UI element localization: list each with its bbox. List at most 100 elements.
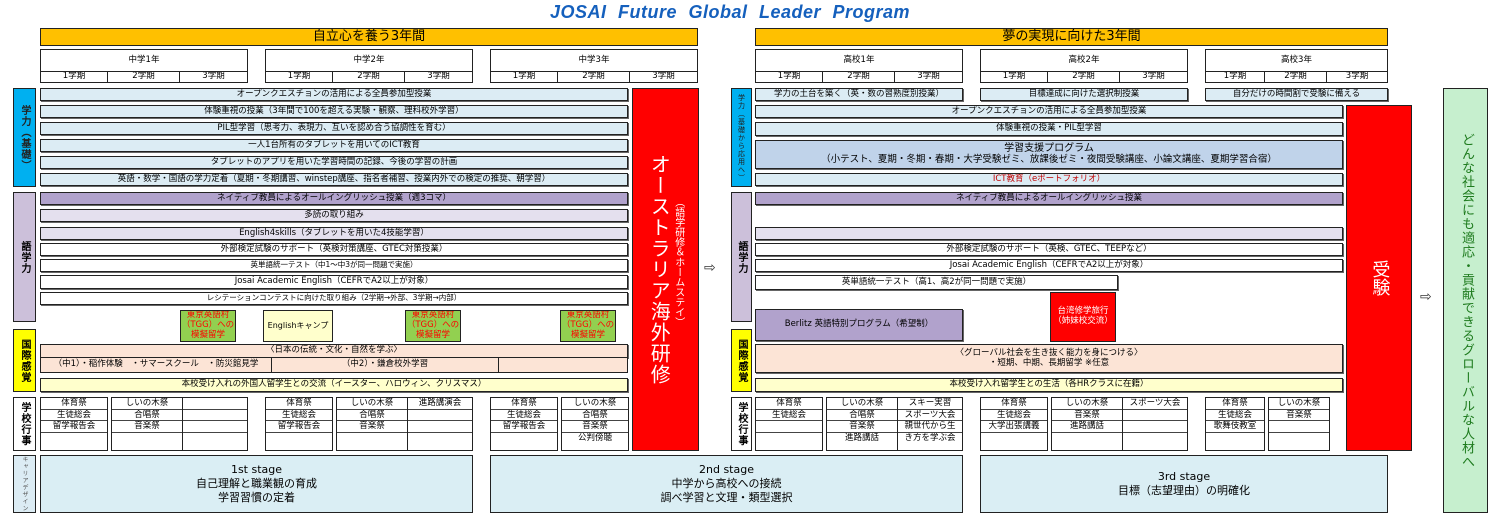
junior-academic-row: 英語・数学・国語の学力定着（夏期・冬期講習、winstep講座、指名者補習、授業… (40, 173, 628, 186)
senior-academic-row: オープンクエスチョンの活用による全員参加型授業 (755, 105, 1343, 118)
goal-label: どんな社会にも適応・貢献できるグローバルな人材へ (1458, 132, 1474, 469)
event-cell (183, 398, 247, 410)
exam-box: 受験 (1346, 105, 1412, 451)
event-cell: スキー実習 (898, 398, 962, 410)
junior-exchange-row: 本校受け入れの外国人留学生との交流（イースター、ハロウィン、クリスマス） (40, 378, 628, 392)
junior-international-j2: （中2）・鎌倉校外学習 (271, 357, 499, 373)
junior-academic-row: 体験重視の授業（3年間で100を超える実験・観察、理科校外学習） (40, 105, 628, 118)
event-cell: 留学報告会 (41, 421, 107, 433)
event-column: 体育祭生徒総会留学報告会 (265, 397, 333, 451)
senior-language-row: ネイティブ教員によるオールイングリッシュ授業 (755, 192, 1343, 205)
event-cell (337, 433, 407, 445)
junior-language-row: Josai Academic English（CEFRでA2以上が対象） (40, 275, 628, 289)
event-cell: 大学出張講義 (981, 421, 1047, 433)
event-cell: 音楽祭 (562, 421, 628, 433)
event-cell: しいの木祭 (337, 398, 407, 410)
event-cell: 合唱祭 (562, 410, 628, 421)
event-cell: 生徒総会 (41, 410, 107, 421)
category-language-junior: 語学力 (13, 192, 36, 322)
australia-sub-label: （語学研修＆ホームステイ） (672, 197, 684, 327)
year-header-j3: 中学3年 (490, 49, 698, 72)
term-s1-3: 3学期 (894, 71, 963, 83)
event-cell (1052, 433, 1122, 445)
event-cell (1206, 433, 1264, 445)
english-camp-box: Englishキャンプ (263, 310, 333, 342)
event-cell: 生徒総会 (1206, 410, 1264, 421)
term-s1-1: 1学期 (755, 71, 823, 83)
senior-support-program: 学習支援プログラム （小テスト、夏期・冬期・春期・大学受験ゼミ、放課後ゼミ・夜間… (755, 140, 1343, 169)
term-j1-3: 3学期 (179, 71, 248, 83)
year-header-s2: 高校2年 (980, 49, 1188, 72)
arrow-icon-2: ⇨ (1420, 289, 1432, 305)
event-cell: 体育祭 (41, 398, 107, 410)
term-j3-3: 3学期 (629, 71, 698, 83)
exam-label: 受験 (1369, 260, 1391, 296)
junior-academic-row: オープンクエスチョンの活用による全員参加型授業 (40, 88, 628, 101)
event-cell (408, 433, 472, 445)
event-column: スキー実習スポーツ大会親世代から生き方を学ぶ会 (897, 397, 963, 451)
senior-language-blank-row (755, 227, 1343, 240)
goal-box: どんな社会にも適応・貢献できるグローバルな人材へ (1443, 88, 1488, 513)
event-cell: 合唱祭 (827, 410, 897, 421)
category-events-junior: 学校行事 (13, 397, 36, 451)
event-cell: 合唱祭 (337, 410, 407, 421)
stage-1-line: 学習習慣の定着 (218, 491, 295, 505)
event-column: しいの木祭合唱祭音楽祭 (336, 397, 408, 451)
term-s2-2: 2学期 (1047, 71, 1120, 83)
senior-exchange-row: 本校受け入れ留学生との生活（各HRクラスに在籍） (755, 378, 1343, 392)
event-cell: しいの木祭 (827, 398, 897, 410)
year-header-s3: 高校3年 (1205, 49, 1388, 72)
junior-international-heading: 〈日本の伝統・文化・自然を学ぶ〉 (40, 344, 628, 358)
event-cell: 音楽祭 (112, 421, 182, 433)
stage-3-line: 目標（志望理由）の明確化 (1118, 484, 1250, 497)
event-cell (266, 433, 332, 445)
stage-1-box: 1st stage 自己理解と職業観の育成 学習習慣の定着 (40, 455, 473, 513)
category-language-senior: 語学力 (731, 192, 752, 322)
senior-academic-row: 体験重視の授業・PIL型学習 (755, 122, 1343, 136)
event-cell (491, 433, 557, 445)
event-cell (183, 421, 247, 433)
arrow-icon-1: ⇨ (704, 260, 716, 276)
junior-international-blank (498, 357, 628, 373)
junior-international-j1: （中1）・稲作体験 ・サマースクール ・防災館見学 (40, 357, 272, 373)
support-program-title: 学習支援プログラム (1004, 143, 1094, 155)
category-international-junior: 国際感覚 (13, 329, 36, 392)
tgg-box-j2: 東京英語村（TGG）への模擬留学 (405, 310, 461, 342)
year-header-j1: 中学1年 (40, 49, 248, 72)
australia-main-label: オーストラリア海外研修 (647, 154, 672, 385)
junior-academic-row: 一人1台所有のタブレットを用いてのICT教育 (40, 139, 628, 152)
event-column: 体育祭生徒総会留学報告会 (40, 397, 108, 451)
event-cell (756, 421, 822, 433)
junior-language-row: 多読の取り組み (40, 209, 628, 222)
senior-international-line1: 〈グローバル社会を生き抜く能力を身につける〉 (955, 347, 1143, 358)
event-cell (408, 421, 472, 433)
australia-program-box: オーストラリア海外研修 （語学研修＆ホームステイ） (632, 88, 699, 451)
berlitz-box: Berlitz 英語特別プログラム（希望制） (755, 309, 963, 341)
category-events-senior: 学校行事 (731, 397, 752, 451)
event-cell: 体育祭 (266, 398, 332, 410)
term-j2-2: 2学期 (332, 71, 405, 83)
event-cell: しいの木祭 (1269, 398, 1329, 410)
term-s3-1: 1学期 (1205, 71, 1265, 83)
event-cell: 音楽祭 (827, 421, 897, 433)
stage-2-line: 調べ学習と文理・類型選択 (660, 491, 793, 505)
term-j2-1: 1学期 (265, 71, 333, 83)
senior-language-row: 外部検定試験のサポート（英検、GTEC、TEEPなど） (755, 243, 1343, 256)
stage-2-name: 2nd stage (699, 462, 754, 476)
senior-header: 夢の実現に向けた3年間 (755, 28, 1388, 46)
event-cell: 進路講話 (1052, 421, 1122, 433)
event-cell (183, 433, 247, 445)
term-s3-3: 3学期 (1326, 71, 1388, 83)
stage-1-name: 1st stage (230, 462, 283, 476)
event-cell (1269, 421, 1329, 433)
category-academic-senior: 学力（基礎から応用へ） (731, 88, 752, 187)
event-cell: しいの木祭 (1052, 398, 1122, 410)
senior-year-row-2: 目標達成に向けた選択制授業 (980, 88, 1188, 101)
category-career: キャリアデザイン (13, 455, 36, 513)
tgg-box-j1: 東京英語村（TGG）への模擬留学 (180, 310, 236, 342)
program-title: JOSAI Future Global Leader Program (549, 2, 911, 22)
senior-year-row-3: 自分だけの時間割で受験に備える (1205, 88, 1388, 101)
stage-3-box: 3rd stage 目標（志望理由）の明確化 (980, 455, 1388, 513)
event-cell: 進路講話 (844, 432, 879, 443)
stage-2-line: 中学から高校への接続 (671, 476, 782, 490)
